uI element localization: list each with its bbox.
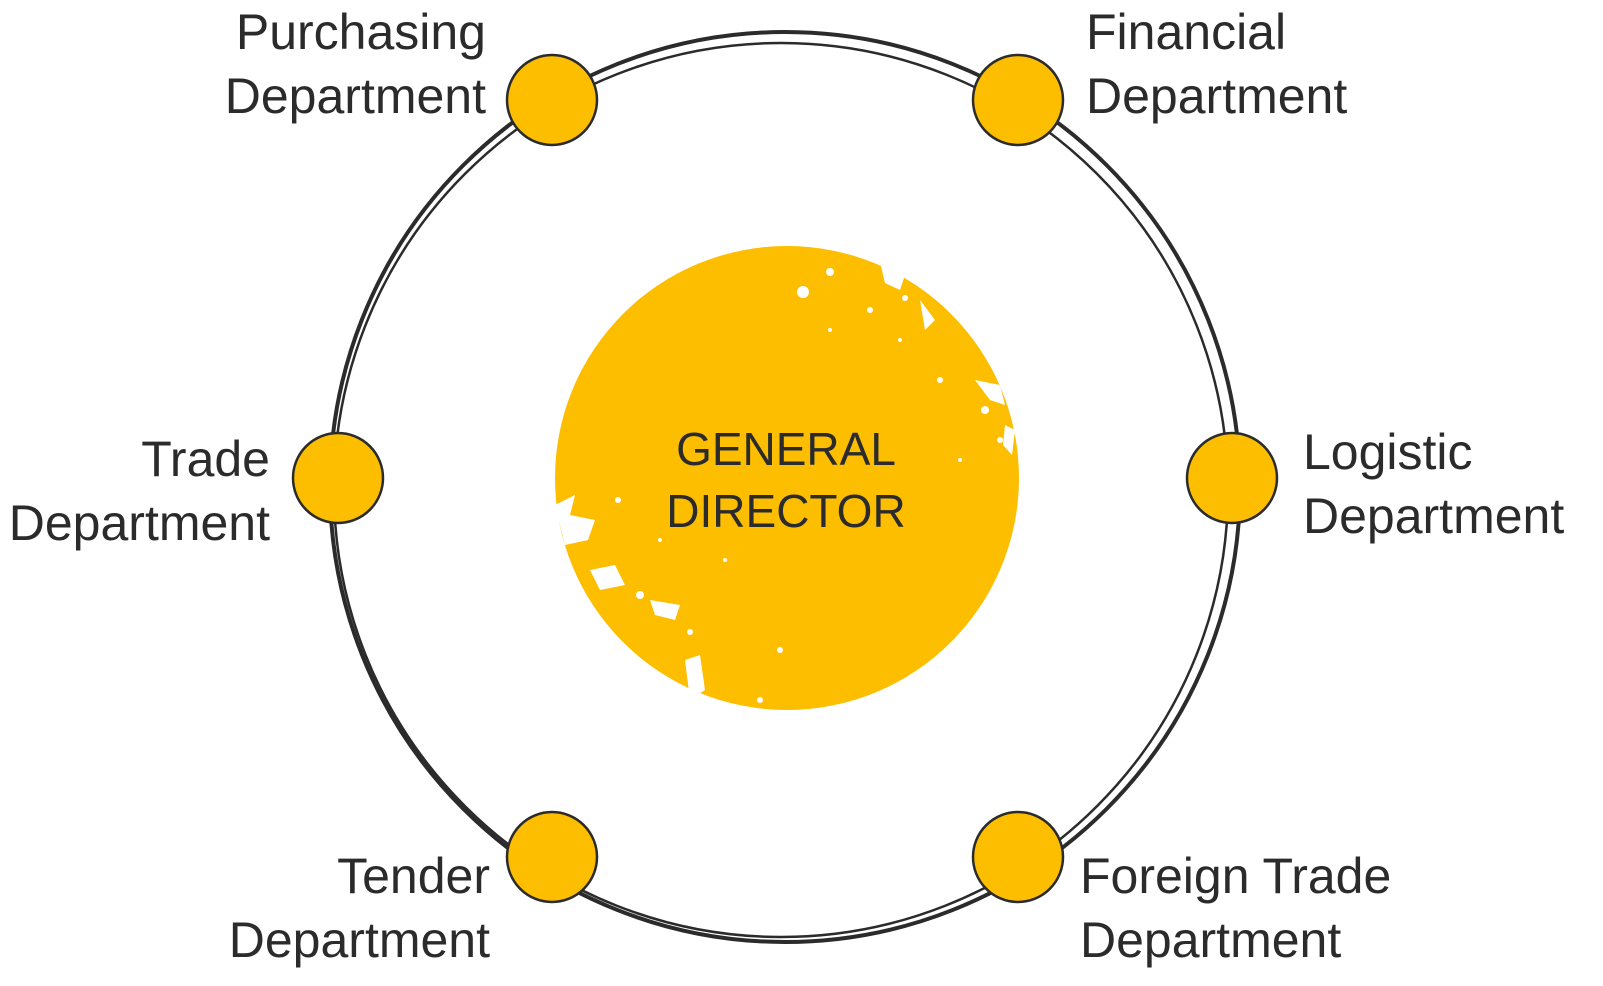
label-financial-line1: Financial: [1086, 4, 1287, 60]
center-title-line1: GENERAL: [676, 423, 896, 475]
label-logistic: Logistic Department: [1303, 420, 1564, 548]
center-title-line2: DIRECTOR: [666, 485, 906, 537]
node-purchasing: [505, 53, 599, 147]
label-financial: Financial Department: [1086, 0, 1347, 128]
node-trade: [291, 431, 385, 525]
label-tender: Tender Department: [229, 844, 490, 972]
node-foreign-trade: [971, 810, 1065, 904]
label-logistic-line1: Logistic: [1303, 424, 1473, 480]
label-purchasing-line2: Department: [224, 68, 486, 124]
label-financial-line2: Department: [1086, 68, 1348, 124]
label-trade: Trade Department: [9, 427, 270, 555]
label-purchasing-line1: Purchasing: [235, 4, 486, 60]
label-trade-line1: Trade: [141, 431, 270, 487]
label-logistic-line2: Department: [1303, 488, 1565, 544]
label-tender-line1: Tender: [337, 848, 490, 904]
node-tender: [505, 810, 599, 904]
label-tender-line2: Department: [228, 912, 490, 968]
label-trade-line2: Department: [8, 495, 270, 551]
label-foreign-trade-line2: Department: [1080, 912, 1342, 968]
node-financial: [971, 53, 1065, 147]
center-disk: [555, 246, 1019, 710]
label-foreign-trade-line1: Foreign Trade: [1080, 848, 1392, 904]
label-foreign-trade: Foreign Trade Department: [1080, 844, 1391, 972]
texture-specks: [555, 262, 1015, 703]
center-title: GENERAL DIRECTOR: [586, 418, 986, 542]
node-logistic: [1185, 431, 1279, 525]
label-purchasing: Purchasing Department: [225, 0, 486, 128]
